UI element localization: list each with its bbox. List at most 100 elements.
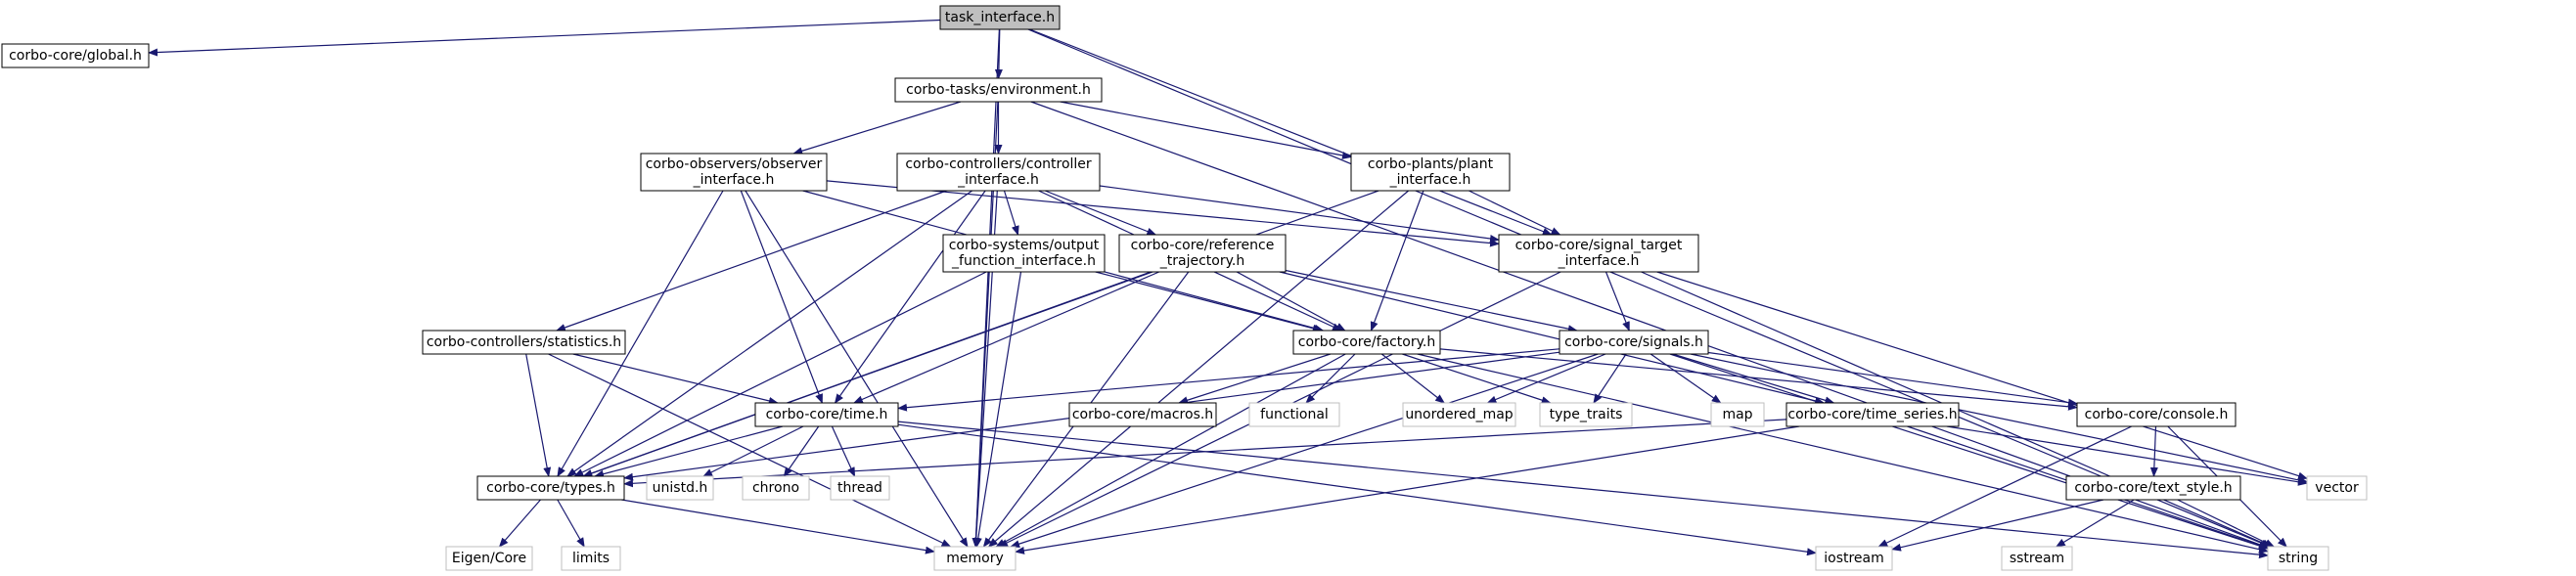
node-label: unistd.h [653, 480, 708, 496]
edge-types-to-memory [621, 499, 935, 554]
nodes-layer: task_interface.h corbo-core/global.h corbo… [1, 5, 2368, 571]
node-label: _function_interface.h [951, 253, 1096, 269]
edge-text_style-to-string [2177, 499, 2276, 548]
edge-factory-to-console [1439, 348, 2078, 411]
edge-reference-to-time [852, 271, 1160, 404]
edge-task_interface-to-string [1027, 28, 2272, 548]
node-box [2076, 402, 2237, 427]
node-eigen-core: Eigen/Core [445, 546, 533, 571]
node-label: task_interface.h [945, 10, 1055, 25]
node-label: corbo-controllers/statistics.h [427, 334, 621, 350]
node-label: corbo-core/console.h [2085, 407, 2229, 422]
node-box [933, 546, 1017, 571]
node-factory[interactable]: corbo-core/factory.h [1292, 330, 1441, 355]
node-label: unordered_map [1405, 407, 1513, 422]
node-label: memory [946, 551, 1004, 566]
node-box [942, 234, 1106, 273]
edge-types-to-limits [557, 499, 585, 548]
node-thread: thread [830, 475, 890, 501]
node-label: corbo-core/macros.h [1072, 407, 1213, 422]
edge-signals-to-unordered_map [1486, 353, 1606, 404]
node-box [640, 153, 828, 192]
edge-reference-to-factory [1236, 271, 1346, 332]
node-label: map [1722, 407, 1752, 422]
node-reference[interactable]: corbo-core/reference_trajectory.h [1118, 234, 1287, 273]
node-controller[interactable]: corbo-controllers/controller_interface.h [896, 153, 1101, 192]
node-task-interface[interactable]: task_interface.h [939, 5, 1061, 30]
node-label: corbo-core/global.h [9, 48, 142, 64]
node-box [1350, 153, 1511, 192]
node-global[interactable]: corbo-core/global.h [1, 43, 150, 68]
node-label: _interface.h [693, 172, 775, 188]
edge-time_series-to-memory [1015, 425, 1800, 554]
node-label: corbo-core/signals.h [1564, 334, 1703, 350]
edge-reference-to-types [582, 271, 1152, 477]
node-statistics[interactable]: corbo-controllers/statistics.h [422, 330, 626, 355]
node-box [1248, 402, 1340, 427]
node-label: corbo-core/time.h [766, 407, 888, 422]
edge-controller-to-time [834, 190, 986, 404]
node-box [1118, 234, 1287, 273]
node-box [896, 153, 1101, 192]
edge-signals-to-console [1707, 351, 2078, 407]
edges-layer [148, 19, 2308, 559]
edge-environment-to-observer [792, 101, 962, 155]
node-signals[interactable]: corbo-core/signals.h [1559, 330, 1709, 355]
edge-signals-to-time [897, 348, 1560, 412]
edge-observer-to-types [557, 190, 724, 477]
edge-signals-to-time_series [1672, 353, 1835, 405]
node-text-style[interactable]: corbo-core/text_style.h [2065, 475, 2241, 501]
node-label: type_traits [1550, 407, 1623, 422]
node-label: corbo-core/types.h [486, 480, 615, 496]
edge-time-to-unistd [702, 425, 804, 477]
node-string: string [2267, 546, 2329, 571]
node-label: corbo-core/signal_target [1515, 238, 1683, 253]
node-environment[interactable]: corbo-tasks/environment.h [894, 77, 1103, 103]
edge-factory-to-type_traits [1402, 353, 1552, 404]
node-box [2306, 475, 2368, 501]
node-output-function[interactable]: corbo-systems/output_function_interface.… [942, 234, 1106, 273]
node-box [1710, 402, 1765, 427]
node-box [894, 77, 1103, 103]
node-label: functional [1260, 407, 1329, 422]
edge-factory-to-unordered_map [1380, 353, 1445, 404]
node-box [422, 330, 626, 355]
node-macros[interactable]: corbo-core/macros.h [1068, 402, 1217, 427]
node-label: _interface.h [957, 172, 1039, 188]
node-label: _interface.h [1389, 172, 1471, 188]
node-time-series[interactable]: corbo-core/time_series.h [1785, 402, 1960, 427]
edge-statistics-to-types [525, 353, 552, 477]
edge-time_series-to-types [623, 419, 1787, 488]
edge-controller-to-signal_target [1099, 185, 1500, 243]
edge-output_function-to-memory [973, 271, 1022, 548]
edge-controller-to-statistics [555, 190, 947, 332]
node-label: corbo-controllers/controller [905, 156, 1092, 172]
node-sstream: sstream [2001, 546, 2073, 571]
edge-time-to-iostream [897, 423, 1817, 556]
node-box [1292, 330, 1441, 355]
node-observer[interactable]: corbo-observers/observer_interface.h [640, 153, 828, 192]
edge-factory-to-macros [1178, 353, 1332, 405]
edge-task_interface-to-signal_target [1029, 28, 1553, 236]
edge-time-to-thread [831, 425, 856, 477]
edge-plant-to-factory [1370, 190, 1424, 332]
node-plant[interactable]: corbo-plants/plant_interface.h [1350, 153, 1511, 192]
node-box [939, 5, 1061, 30]
node-unordered-map: unordered_map [1402, 402, 1516, 427]
edge-environment-to-string [1030, 101, 2269, 549]
node-signal-target[interactable]: corbo-core/signal_target_interface.h [1498, 234, 1699, 273]
node-console[interactable]: corbo-core/console.h [2076, 402, 2237, 427]
node-box [2267, 546, 2329, 571]
edge-plant-to-memory [987, 190, 1409, 548]
edge-text_style-to-iostream [1891, 499, 2104, 552]
edge-plant-to-signal_target [1469, 190, 1561, 236]
node-label: _trajectory.h [1159, 253, 1244, 269]
node-types[interactable]: corbo-core/types.h [476, 475, 625, 501]
node-label: sstream [2010, 551, 2064, 566]
node-label: thread [837, 480, 882, 496]
node-time[interactable]: corbo-core/time.h [754, 402, 899, 427]
edge-observer-to-signal_target [826, 180, 1500, 247]
node-label: limits [572, 551, 610, 566]
node-map: map [1710, 402, 1765, 427]
